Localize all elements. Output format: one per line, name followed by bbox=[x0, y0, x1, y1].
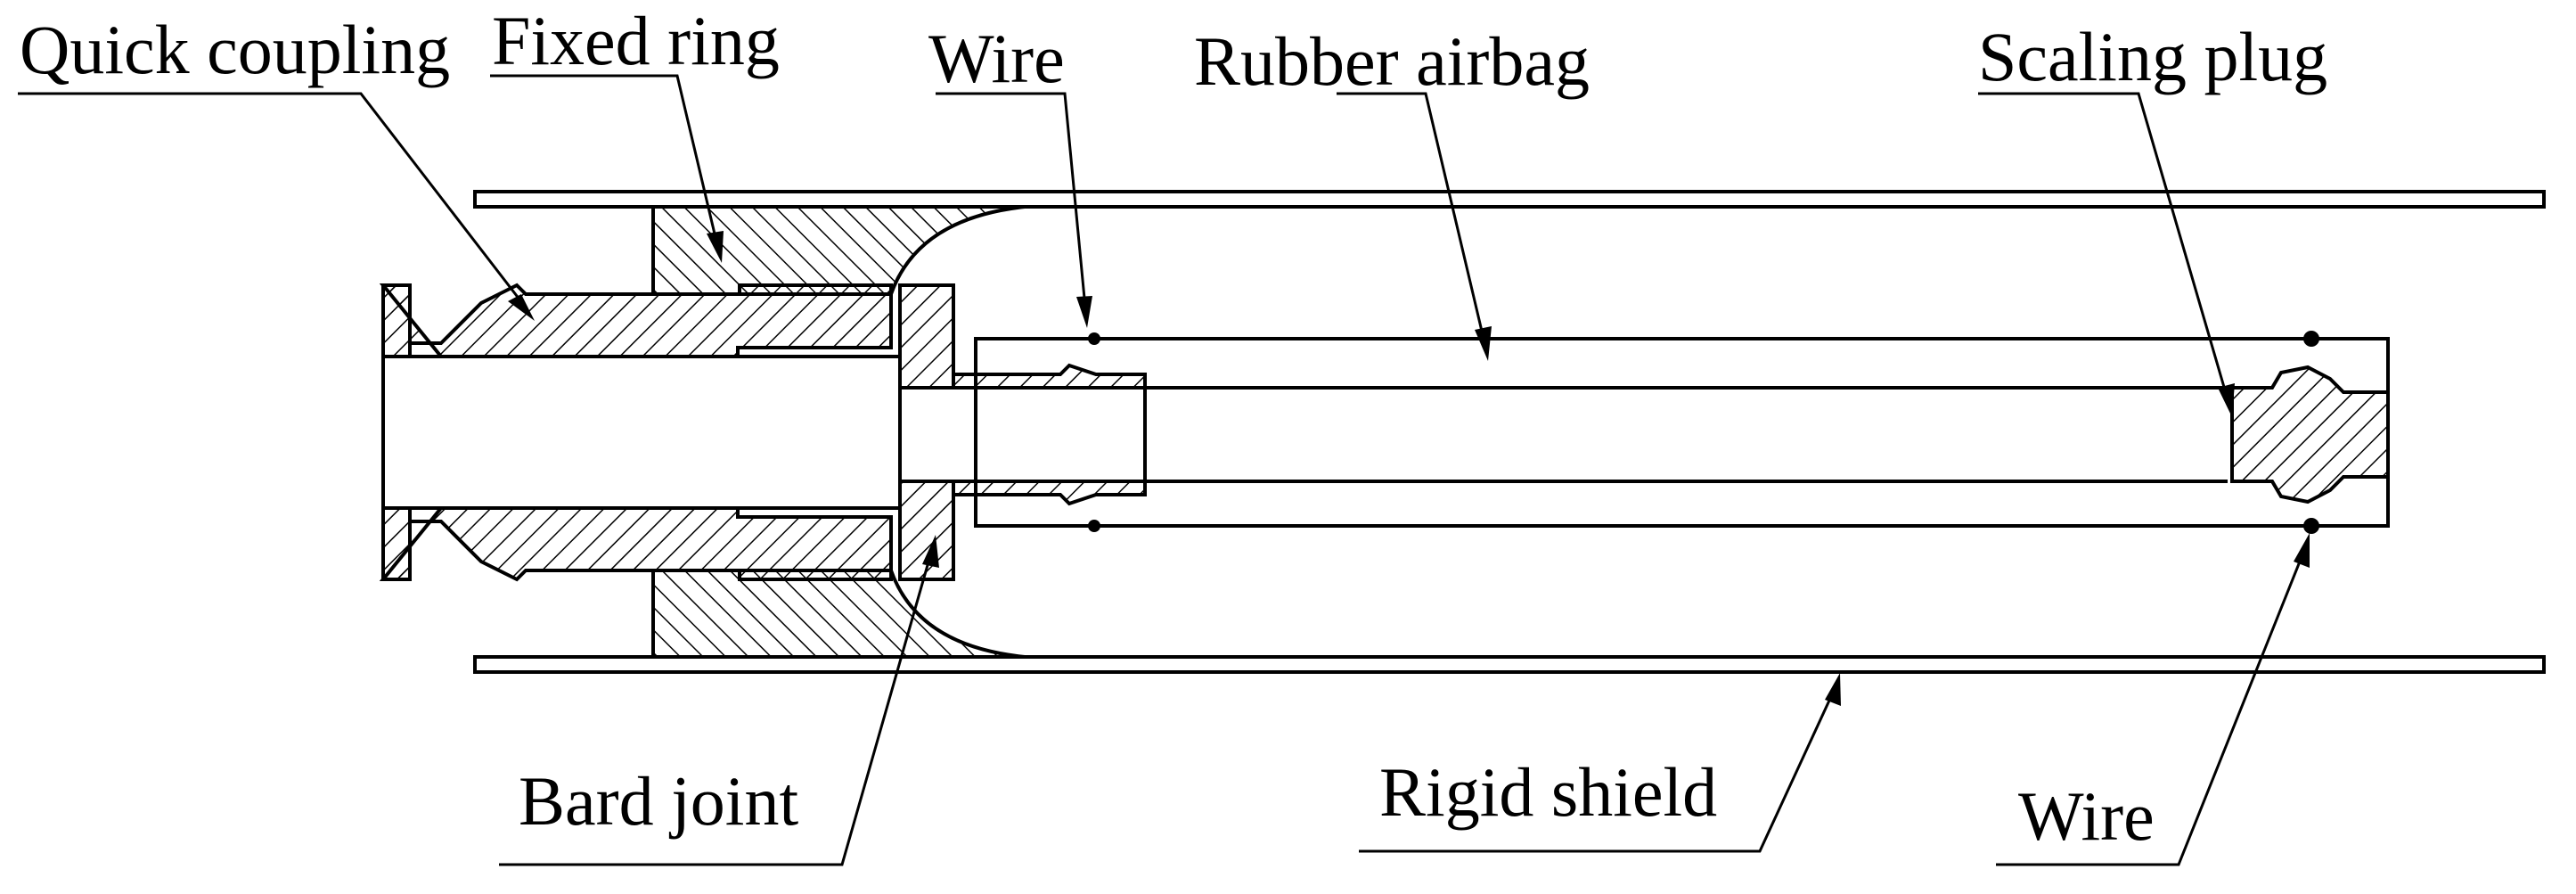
quick-coupling-flange-bottom bbox=[381, 506, 412, 581]
scaling-plug bbox=[2230, 365, 2390, 504]
leader-fixed-ring bbox=[490, 74, 719, 246]
leader-wire-bottom bbox=[1996, 552, 2305, 866]
wire-dot-right-top bbox=[2303, 331, 2319, 347]
wire-dot-left-top bbox=[1088, 332, 1100, 345]
fixed-ring-top bbox=[651, 205, 1026, 296]
label-scaling-plug: Scaling plug bbox=[1978, 18, 2327, 95]
arrow-rubber-airbag bbox=[1475, 326, 1492, 361]
label-wire-bottom: Wire bbox=[2018, 777, 2155, 855]
quick-coupling-lower bbox=[379, 506, 893, 582]
leader-quick-coupling bbox=[18, 92, 527, 308]
arrow-wire-bottom bbox=[2294, 533, 2310, 568]
arrow-quick-coupling bbox=[508, 294, 535, 321]
arrow-rigid-shield bbox=[1825, 673, 1841, 706]
rigid-shield-bottom-wall bbox=[473, 655, 2546, 674]
label-quick-coupling: Quick coupling bbox=[20, 11, 450, 88]
arrow-fixed-ring bbox=[707, 231, 724, 263]
wire-dot-right-bottom bbox=[2303, 518, 2319, 534]
label-bard-joint: Bard joint bbox=[519, 762, 798, 840]
rigid-shield-top-wall bbox=[473, 190, 2546, 209]
leader-scaling-plug bbox=[1978, 92, 2229, 400]
leader-bard-joint bbox=[499, 552, 933, 866]
arrow-bard-joint bbox=[922, 535, 939, 568]
bard-joint-stem-upper bbox=[952, 363, 1147, 390]
bard-joint-flange-top bbox=[898, 283, 955, 390]
leader-wire-top bbox=[936, 92, 1087, 308]
bard-joint-stem-lower bbox=[952, 480, 1147, 506]
leader-rubber-airbag bbox=[1337, 92, 1485, 340]
arrow-wire-top bbox=[1076, 296, 1092, 328]
quick-coupling-upper bbox=[379, 283, 893, 358]
rubber-airbag-outer bbox=[974, 337, 2390, 528]
arrow-scaling-plug bbox=[2218, 383, 2235, 417]
label-rubber-airbag: Rubber airbag bbox=[1194, 22, 1590, 100]
fixed-ring-bottom bbox=[651, 569, 1026, 659]
quick-coupling-flange-top bbox=[381, 283, 412, 358]
label-fixed-ring: Fixed ring bbox=[492, 2, 780, 79]
wire-dot-left-bottom bbox=[1088, 520, 1100, 532]
leader-rigid-shield bbox=[1359, 690, 1836, 853]
label-rigid-shield: Rigid shield bbox=[1379, 753, 1717, 831]
label-wire-top: Wire bbox=[928, 20, 1065, 97]
